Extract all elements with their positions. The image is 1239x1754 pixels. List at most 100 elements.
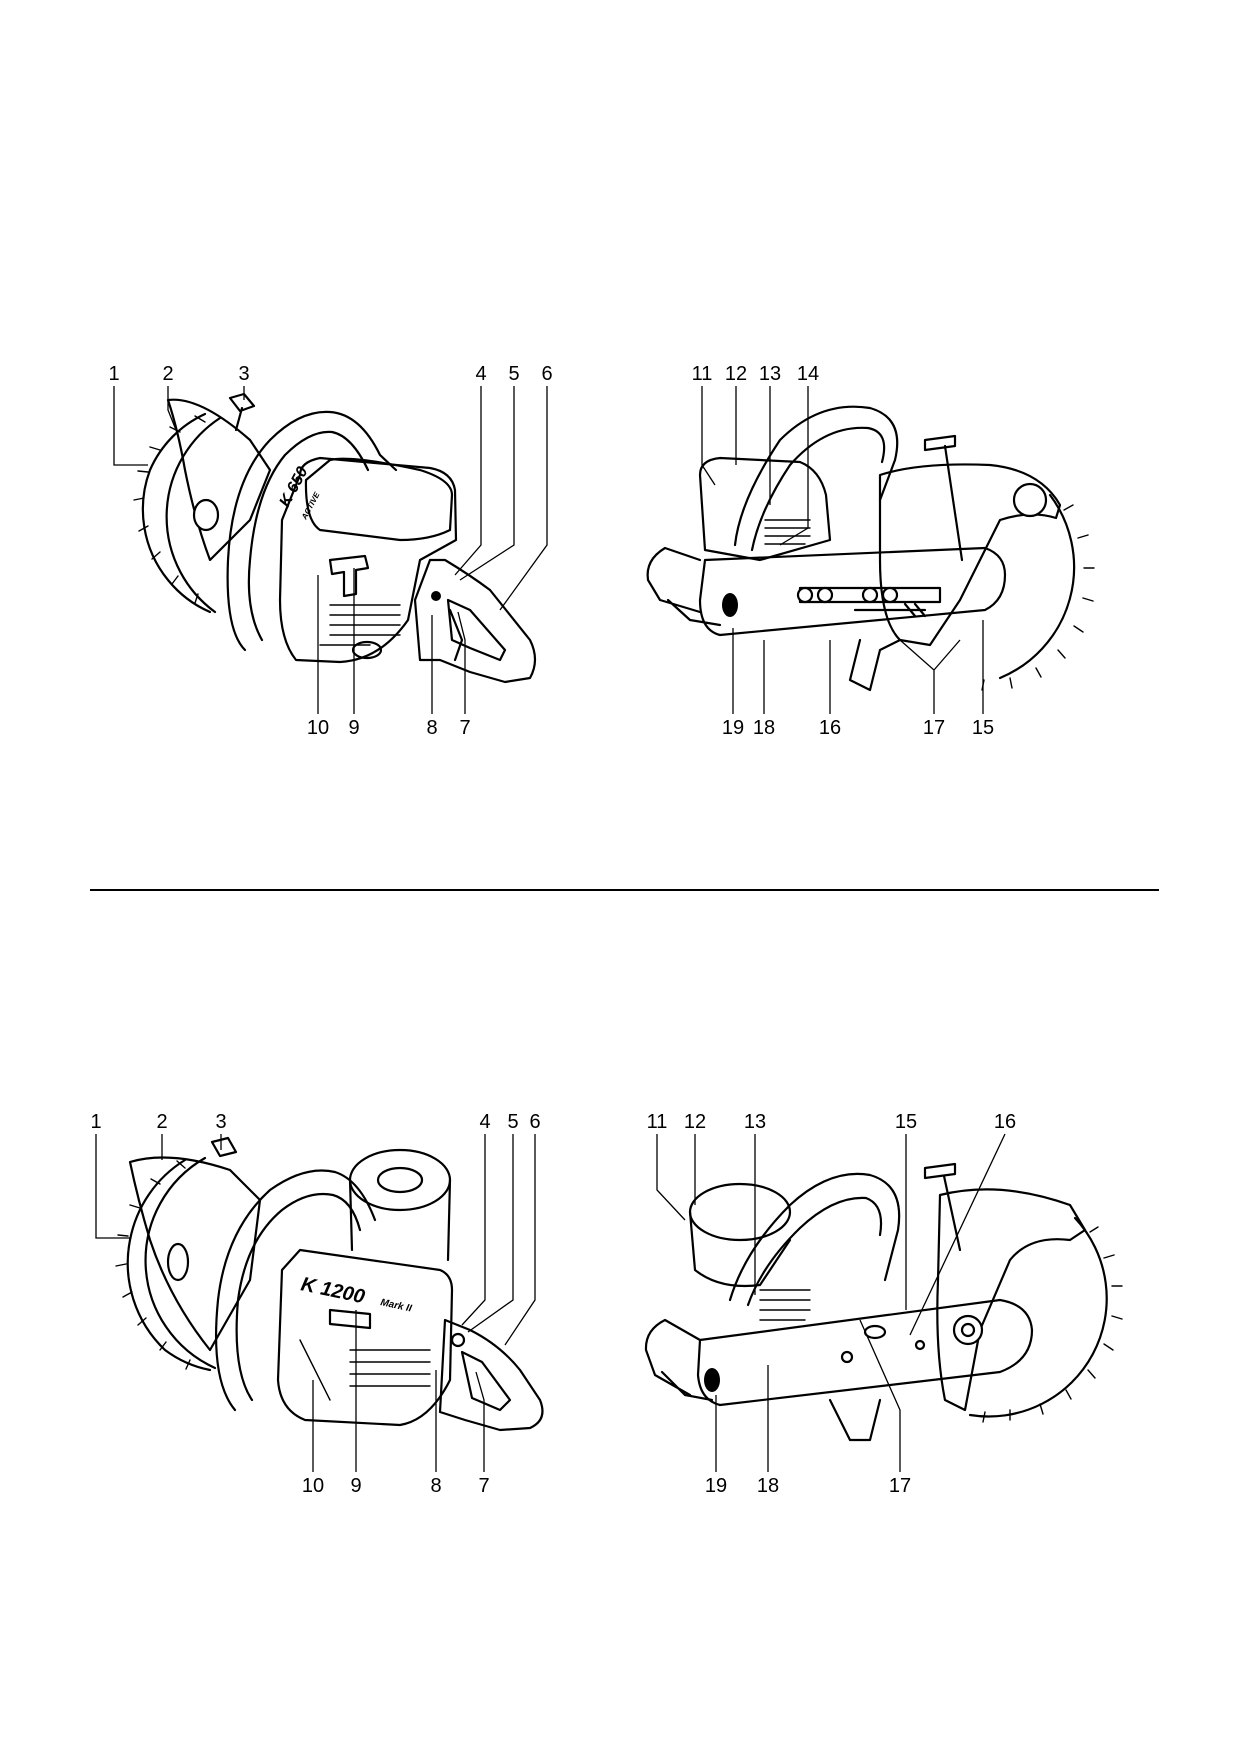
model-label: K 1200 [299,1273,367,1308]
front-handle [733,405,899,552]
air-filter-body [688,1210,792,1288]
model-sub-label: Mark II [379,1297,412,1314]
callout-6: 6 [529,1111,540,1133]
callout-8: 8 [426,717,437,739]
leader-4 [461,1134,486,1326]
cutting-blade [115,1156,217,1372]
callout-14: 14 [797,363,819,385]
callout-1: 1 [108,363,119,385]
guard-handle [210,1136,238,1158]
rear-handle [438,1318,544,1432]
cylinder-fins [759,1289,811,1321]
engine-housing [278,456,458,664]
figure-k650-right: 11 12 13 14 15 16 17 18 19 [646,363,1095,739]
blade-bolt [166,1242,190,1282]
figure-k1200-right: 11 12 13 15 16 17 18 19 [644,1111,1123,1497]
engine-housing [698,456,832,562]
arm-nut [816,586,834,604]
leader-1 [113,386,148,466]
leader-4 [454,386,482,576]
callout-6: 6 [541,363,552,385]
throttle-trigger [448,608,464,662]
callout-17: 17 [889,1475,911,1497]
callout-11: 11 [692,363,713,385]
stop-switch [450,1332,466,1348]
leader-1 [95,1134,130,1239]
callout-5: 5 [507,1111,518,1133]
callout-19: 19 [722,717,744,739]
front-handle [214,1169,377,1412]
air-filter-body [348,1178,452,1262]
callout-3: 3 [238,363,249,385]
callout-13: 13 [744,1111,766,1133]
guard-handle [923,434,964,562]
callout-5: 5 [508,363,519,385]
guard-handle [228,392,256,432]
cutting-blade [133,412,222,614]
callout-12: 12 [725,363,747,385]
support-foot [828,1398,882,1442]
leader-5 [459,386,515,581]
arm-nut [881,586,899,604]
figure-k1200-left: 1 2 3 4 5 6 7 8 9 10 K 1200 Mar [90,1111,544,1497]
leader-11 [701,386,716,486]
guard-knob [1012,482,1048,518]
callout-13: 13 [759,363,781,385]
front-handle [226,410,398,652]
callout-1: 1 [90,1111,101,1133]
callout-7: 7 [478,1475,489,1497]
callout-9: 9 [350,1475,361,1497]
front-handle [728,1172,901,1307]
callout-2: 2 [156,1111,167,1133]
arm-nut [861,586,879,604]
cutting-blade [981,493,1095,691]
callout-16: 16 [819,717,841,739]
callout-3: 3 [215,1111,226,1133]
arm-nut [796,586,814,604]
blade-shaft-bolt [960,1322,976,1338]
figure-k650-left: 1 2 3 4 5 6 7 8 9 10 [108,363,552,739]
leader-5 [467,1134,514,1333]
leader-7 [475,1371,485,1472]
leader-17 [899,639,961,714]
blade-bolt [192,498,220,532]
callout-7: 7 [459,717,470,739]
callout-15: 15 [972,717,994,739]
callout-2: 2 [162,363,173,385]
starter-handle [328,1308,372,1330]
callout-9: 9 [348,717,359,739]
support-foot [848,638,902,692]
air-filter-cover [304,457,454,542]
starter-handle [328,554,370,598]
adjusting-screw [853,602,927,618]
leader-2 [167,386,177,431]
vent-grille [299,1339,431,1401]
callout-4: 4 [475,363,486,385]
blade-guard [128,1156,262,1352]
callout-10: 10 [302,1475,324,1497]
callout-19: 19 [705,1475,727,1497]
stop-switch [431,591,441,601]
pivot-bolt [704,1368,720,1392]
callout-11: 11 [647,1111,668,1133]
leader-6 [504,1134,536,1346]
arm-slot [863,1324,887,1340]
callout-15: 15 [895,1111,917,1133]
blade-guard [878,463,1062,647]
air-filter-cover [688,1182,792,1242]
callout-18: 18 [753,717,775,739]
pivot-bolt [722,593,738,617]
callout-17: 17 [923,717,945,739]
engine-housing [276,1248,454,1427]
rear-handle [413,558,537,684]
leader-14 [779,386,809,546]
cutting-arm [696,1298,1034,1407]
rear-handle [644,1318,714,1402]
callout-8: 8 [430,1475,441,1497]
blade-guard [936,1188,1087,1412]
arm-nut [914,1339,926,1351]
leader-11 [656,1134,686,1221]
cylinder-fins [764,519,811,545]
leader-6 [499,386,548,611]
